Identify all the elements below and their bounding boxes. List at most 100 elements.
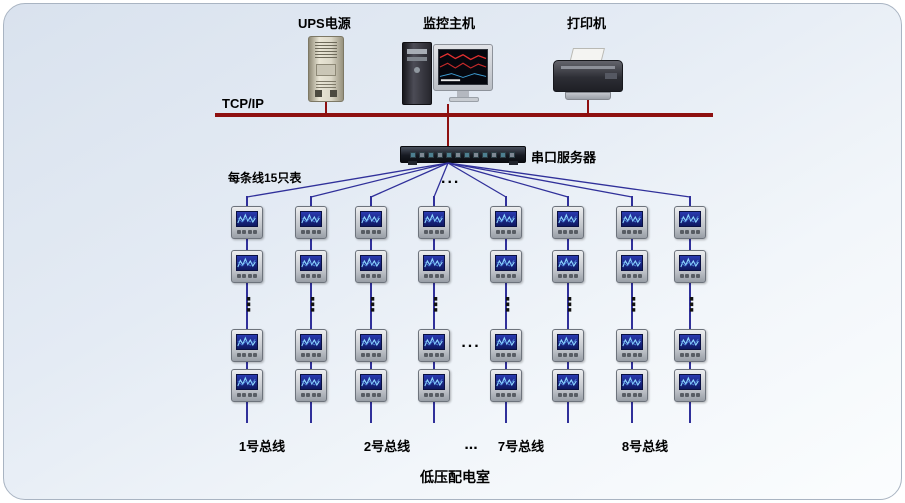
- meter-button: [306, 274, 311, 278]
- meter-screen: [423, 211, 445, 227]
- meter-button: [695, 230, 700, 234]
- power-meter: [552, 329, 584, 362]
- meter-button: [563, 393, 568, 397]
- meter-button: [496, 230, 500, 234]
- meter-button: [247, 230, 252, 234]
- meter-button: [361, 274, 365, 278]
- meter-button: [371, 274, 376, 278]
- ups-lower-grille: [316, 81, 336, 89]
- meter-button: [501, 274, 506, 278]
- printer-label: 打印机: [567, 16, 607, 31]
- server-port: [500, 151, 506, 158]
- meter-screen: [557, 211, 579, 227]
- meter-button: [366, 274, 371, 278]
- ups-label: UPS电源: [298, 16, 351, 31]
- meter-button: [429, 274, 434, 278]
- meter-waveform: [301, 257, 320, 268]
- power-meter: [490, 250, 522, 283]
- meter-button: [690, 353, 695, 357]
- meter-screen: [557, 334, 579, 350]
- power-meter: [490, 329, 522, 362]
- meter-button: [511, 274, 516, 278]
- meter-button: [429, 353, 434, 357]
- column-ellipsis: ⋮: [426, 295, 445, 316]
- meter-buttons: [301, 393, 321, 398]
- meter-button: [506, 274, 511, 278]
- meter-button: [439, 230, 444, 234]
- bus-line: [310, 196, 312, 423]
- meter-buttons: [301, 353, 321, 358]
- column-ellipsis: ⋮: [498, 295, 517, 316]
- meter-button: [511, 353, 516, 357]
- meter-button: [695, 393, 700, 397]
- meter-buttons: [361, 353, 381, 358]
- monitor-stand-neck: [457, 91, 469, 97]
- server-port: [446, 151, 452, 158]
- meter-buttons: [237, 274, 257, 279]
- meter-button: [680, 353, 684, 357]
- meter-button: [316, 230, 321, 234]
- meter-button: [366, 230, 371, 234]
- meter-button: [558, 230, 562, 234]
- bus-line: [505, 196, 507, 423]
- meter-buttons: [424, 393, 444, 398]
- meter-screen: [300, 211, 322, 227]
- meter-button: [424, 274, 428, 278]
- meter-buttons: [301, 230, 321, 235]
- printer-slot: [561, 66, 615, 69]
- printer-output-tray: [565, 92, 611, 100]
- meter-button: [568, 353, 573, 357]
- meter-waveform: [424, 213, 443, 224]
- server-port: [428, 151, 434, 158]
- server-port: [419, 151, 425, 158]
- meter-buttons: [424, 230, 444, 235]
- meter-buttons: [496, 393, 516, 398]
- meter-waveform: [622, 376, 641, 387]
- meter-screen: [557, 374, 579, 390]
- meter-screen: [679, 334, 701, 350]
- server-port: [464, 151, 470, 158]
- meter-buttons: [558, 393, 578, 398]
- meter-buttons: [558, 274, 578, 279]
- column-ellipsis: ⋮: [239, 295, 258, 316]
- meter-buttons: [496, 230, 516, 235]
- meter-screen: [679, 211, 701, 227]
- meter-buttons: [424, 353, 444, 358]
- meter-button: [558, 353, 562, 357]
- meter-screen: [495, 211, 517, 227]
- meter-button: [680, 393, 684, 397]
- power-meter: [552, 250, 584, 283]
- meter-button: [690, 230, 695, 234]
- monitor-screen: [438, 49, 488, 85]
- meter-waveform: [424, 376, 443, 387]
- meter-buttons: [622, 230, 642, 235]
- meter-buttons: [301, 274, 321, 279]
- meter-button: [371, 393, 376, 397]
- column-ellipsis: ⋮: [363, 295, 382, 316]
- meter-waveform: [558, 257, 577, 268]
- meter-buttons: [361, 393, 381, 398]
- meter-waveform: [680, 376, 699, 387]
- meter-buttons: [558, 353, 578, 358]
- meter-waveform: [496, 336, 515, 347]
- column-ellipsis: ⋮: [560, 295, 579, 316]
- meter-waveform: [558, 213, 577, 224]
- meter-screen: [621, 211, 643, 227]
- meter-button: [237, 353, 241, 357]
- meter-screen: [236, 255, 258, 271]
- meter-waveform: [361, 257, 380, 268]
- power-meter: [674, 329, 706, 362]
- power-meter: [674, 250, 706, 283]
- meter-button: [376, 274, 381, 278]
- ups-connector-line: [325, 102, 327, 113]
- meter-button: [316, 274, 321, 278]
- meter-button: [306, 393, 311, 397]
- bus-label-8: 8号总线: [621, 439, 669, 454]
- meter-button: [242, 274, 247, 278]
- meter-button: [376, 230, 381, 234]
- meter-screen: [621, 255, 643, 271]
- meter-waveform: [622, 213, 641, 224]
- meter-buttons: [680, 274, 700, 279]
- meter-screen: [495, 334, 517, 350]
- tower-drive-bay: [407, 57, 427, 61]
